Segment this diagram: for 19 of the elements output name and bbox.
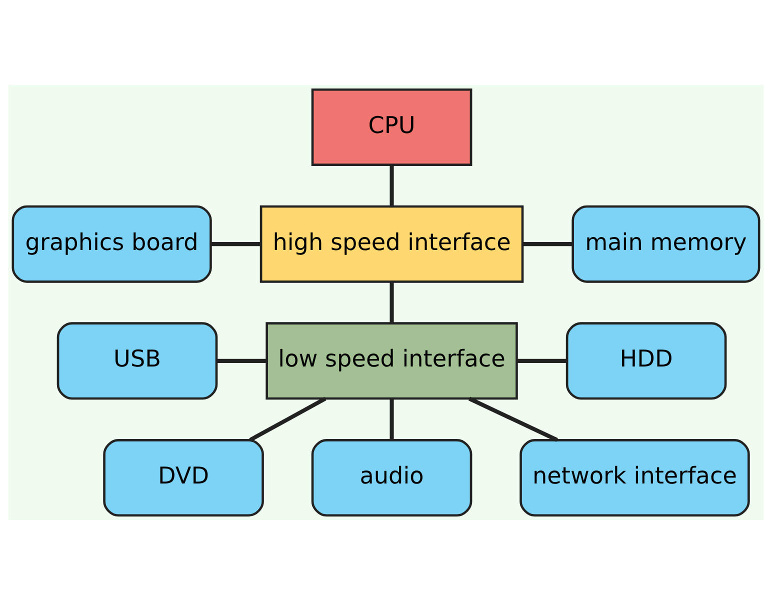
node-box: high speed interface (260, 205, 524, 283)
connector (390, 282, 394, 324)
connector (210, 242, 261, 246)
connector (468, 396, 558, 442)
node-box: graphics board (12, 205, 212, 283)
connector (216, 358, 267, 363)
connector (249, 396, 326, 442)
node-box: low speed interface (266, 322, 518, 400)
node-box: HDD (566, 322, 727, 400)
node-box: audio (311, 439, 472, 517)
node-box: USB (56, 322, 218, 400)
node-box: network interface (520, 439, 750, 517)
node-box: main memory (572, 205, 760, 283)
connector (517, 358, 568, 363)
connector (390, 164, 394, 206)
node-box: DVD (103, 439, 264, 517)
node-box: CPU (311, 88, 472, 166)
connector (390, 398, 394, 440)
connector (523, 242, 573, 246)
